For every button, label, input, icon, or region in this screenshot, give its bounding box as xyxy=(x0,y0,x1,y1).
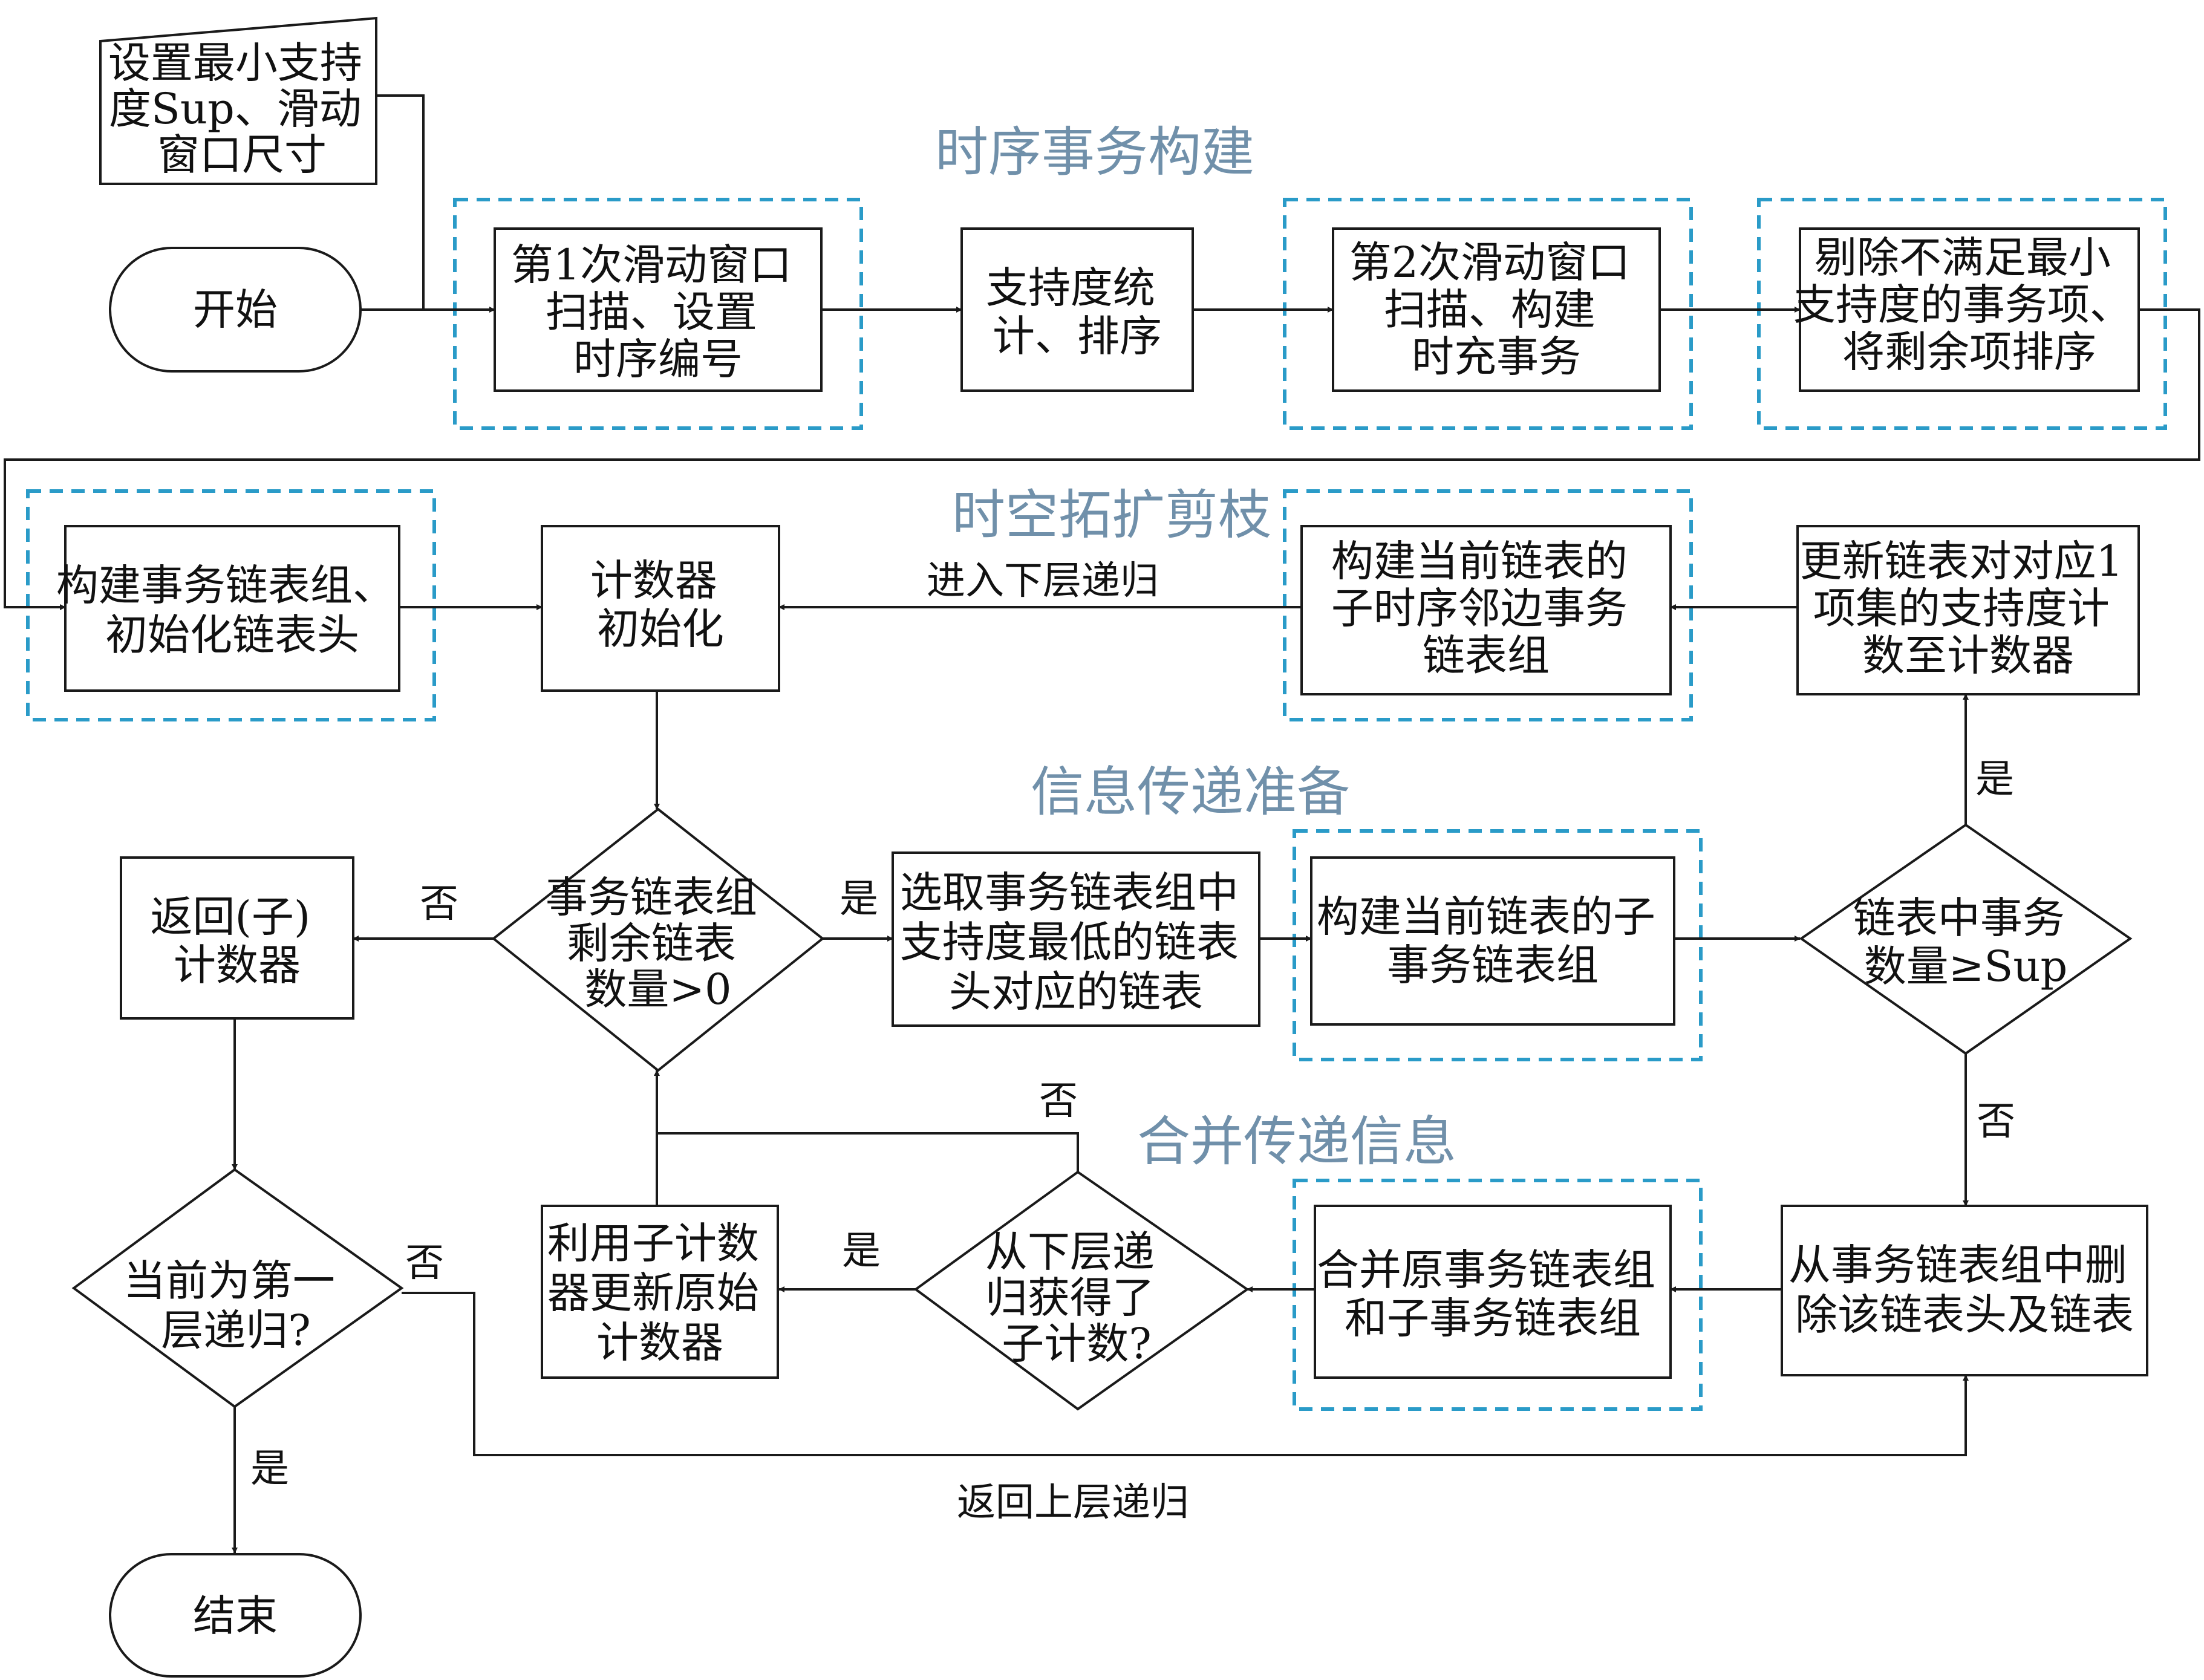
count-check-node xyxy=(1799,823,2133,1055)
edge-label-no-remaining: 否 xyxy=(420,882,458,926)
end-label: 结束 xyxy=(193,1591,278,1641)
update-counter-label: 更新链表对对应1 项集的支持度计 数至计数器 xyxy=(1800,536,2137,680)
support-count-node xyxy=(960,227,1194,392)
update-counter-node xyxy=(1796,525,2140,695)
support-count-label: 支持度统 计、排序 xyxy=(986,263,1169,361)
group-build-groups xyxy=(26,489,436,721)
return-counter-node xyxy=(120,856,354,1020)
build-groups-label: 构建事务链表组、 初始化链表头 xyxy=(56,561,408,660)
scan2-node xyxy=(1332,227,1661,392)
edge-label-yes-sub: 是 xyxy=(842,1229,881,1274)
build-sub-group-node xyxy=(1310,856,1675,1026)
group-remove-items xyxy=(1757,198,2167,430)
start-label: 开始 xyxy=(193,285,278,334)
group-scan1 xyxy=(453,198,863,430)
edge-label-enter-lower: 进入下层递归 xyxy=(927,559,1159,604)
merge-groups-label: 合并原事务链表组 和子事务链表组 xyxy=(1317,1245,1669,1343)
start-node xyxy=(109,247,362,373)
build-sub-group-label: 构建当前链表的子 事务链表组 xyxy=(1317,892,1669,990)
select-lowest-node xyxy=(892,851,1260,1027)
input-params-label: 设置最小支持 度Sup、滑动 窗口尺寸 xyxy=(108,38,376,180)
section-temporal-build: 时序事务构建 xyxy=(935,121,1254,183)
count-check-label: 链表中事务 数量≥Sup xyxy=(1853,893,2078,991)
edge-label-no-first: 否 xyxy=(405,1241,444,1286)
select-lowest-label: 选取事务链表组中 支持度最低的链表 头对应的链表 xyxy=(900,868,1252,1017)
first-level-check-label: 当前为第一 层递归? xyxy=(123,1256,348,1355)
edge-label-no-count: 否 xyxy=(1977,1099,2015,1144)
build-neighbor-label: 构建当前链表的 子时序邻边事务 链表组 xyxy=(1331,536,1641,680)
scan1-label: 第1次滑动窗口 扫描、设置 时序编号 xyxy=(511,240,806,384)
edge-label-no-sub: 否 xyxy=(1039,1079,1078,1124)
return-counter-label: 返回(子) 计数器 xyxy=(151,892,324,990)
edge-subcheck-no xyxy=(657,1132,1079,1172)
end-node xyxy=(109,1553,362,1678)
edge-remove-to-build-groups xyxy=(4,308,2200,610)
input-params-node xyxy=(99,16,377,185)
build-neighbor-node xyxy=(1300,525,1672,695)
scan1-node xyxy=(494,227,823,392)
section-info-prepare: 信息传递准备 xyxy=(1031,761,1350,823)
edge-firstcheck-no xyxy=(402,1292,1969,1456)
merge-groups-node xyxy=(1314,1205,1672,1379)
first-level-check-node xyxy=(71,1168,404,1408)
group-scan2 xyxy=(1283,198,1693,430)
section-spatiotemporal-prune: 时空拓扩剪枝 xyxy=(952,484,1271,546)
remaining-check-node xyxy=(491,807,825,1072)
got-sub-counter-label: 从下层递 归获得了 子计数? xyxy=(985,1227,1168,1369)
section-merge-info: 合并传递信息 xyxy=(1137,1110,1456,1173)
delete-head-label: 从事务链表组中删 除该链表头及链表 xyxy=(1788,1240,2140,1340)
group-merge-groups xyxy=(1293,1179,1703,1411)
edge-label-yes-count: 是 xyxy=(1975,757,2014,802)
delete-head-node xyxy=(1781,1205,2148,1376)
build-groups-node xyxy=(64,525,400,692)
group-build-sub-group xyxy=(1293,829,1703,1061)
counter-init-label: 计数器 初始化 xyxy=(590,556,731,654)
update-original-label: 利用子计数 器更新原始 计数器 xyxy=(547,1219,772,1367)
edge-label-yes-first: 是 xyxy=(250,1447,289,1491)
remaining-check-label: 事务链表组 剩余链表 数量>0 xyxy=(546,873,771,1014)
scan2-label: 第2次滑动窗口 扫描、构建 时充事务 xyxy=(1349,238,1644,382)
edge-input-to-join xyxy=(376,94,425,310)
remove-items-node xyxy=(1799,227,2140,392)
edge-label-return-upper: 返回上层递归 xyxy=(957,1480,1189,1525)
edge-label-yes-remaining: 是 xyxy=(840,877,878,922)
remove-items-label: 剔除不满足最小 支持度的事务项、 将剩余项排序 xyxy=(1793,233,2145,377)
counter-init-node xyxy=(541,525,780,692)
got-sub-counter-node xyxy=(913,1170,1250,1411)
group-build-neighbor xyxy=(1283,489,1693,721)
update-original-node xyxy=(541,1205,779,1379)
